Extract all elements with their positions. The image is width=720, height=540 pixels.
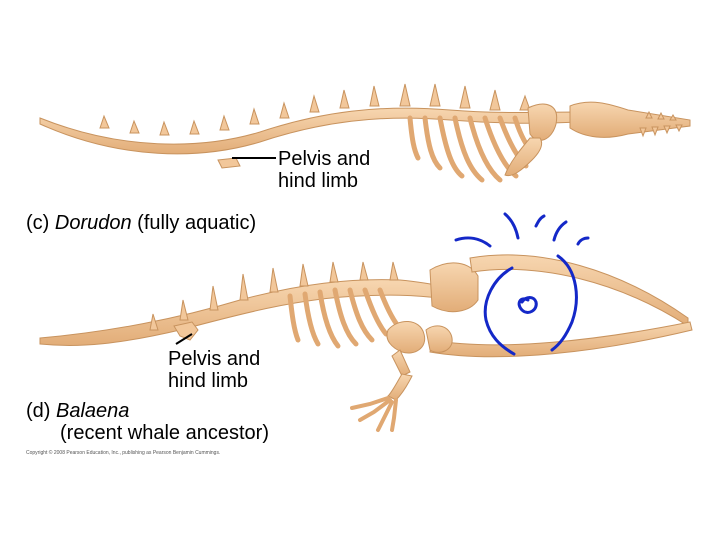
balaena-humerus bbox=[391, 349, 411, 377]
dorudon-pelvis bbox=[217, 157, 241, 169]
doodle-lash-1 bbox=[454, 236, 492, 248]
balaena-lower-jaw bbox=[429, 321, 693, 358]
balaena-pelvis bbox=[173, 321, 199, 341]
dorudon-flipper bbox=[504, 137, 543, 177]
dorudon-caption: (c) Dorudon (fully aquatic) bbox=[26, 212, 256, 234]
balaena-pelvis-label: Pelvis and hind limb bbox=[168, 348, 260, 392]
balaena-scapula bbox=[386, 321, 426, 354]
dorudon-caption-prefix: (c) bbox=[26, 212, 55, 234]
doodle-lash-5 bbox=[576, 236, 590, 246]
balaena-digits bbox=[350, 396, 398, 432]
balaena-skull bbox=[429, 262, 479, 313]
balaena-forearm bbox=[387, 373, 413, 401]
balaena-caption-name: Balaena bbox=[56, 400, 130, 422]
doodle-lash-2 bbox=[503, 212, 520, 240]
balaena-caption-line2: (recent whale ancestor) bbox=[60, 422, 269, 444]
balaena-pelvis-label-line1: Pelvis and bbox=[168, 348, 261, 370]
dorudon-vertebra-spines bbox=[99, 83, 531, 136]
copyright-notice: Copyright © 2008 Pearson Education, Inc.… bbox=[26, 450, 221, 456]
doodle-lash-4 bbox=[552, 220, 568, 242]
balaena-ribs bbox=[287, 287, 401, 349]
dorudon-skull bbox=[569, 101, 691, 138]
dorudon-scapula bbox=[527, 103, 558, 141]
hand-drawn-eye-annotation bbox=[454, 212, 590, 356]
doodle-pupil bbox=[517, 296, 538, 314]
dorudon-pelvis-label-line2: hind limb bbox=[278, 170, 359, 192]
dorudon-skeleton bbox=[39, 83, 691, 183]
doodle-right-arc bbox=[550, 254, 578, 352]
balaena-caption-line1: (d) Balaena bbox=[26, 400, 269, 422]
dorudon-pelvis-label-line1: Pelvis and bbox=[278, 148, 371, 170]
balaena-hinge bbox=[425, 325, 453, 353]
dorudon-caption-suffix: (fully aquatic) bbox=[131, 212, 257, 234]
dorudon-caption-name: Dorudon bbox=[54, 212, 132, 234]
doodle-left-arc bbox=[483, 266, 516, 356]
dorudon-pelvis-label: Pelvis and hind limb bbox=[278, 148, 370, 192]
balaena-vertebra-spines bbox=[149, 261, 399, 331]
balaena-caption-prefix: (d) bbox=[26, 400, 56, 422]
balaena-upper-jaw bbox=[469, 254, 689, 327]
doodle-lash-3 bbox=[534, 214, 546, 228]
dorudon-spine bbox=[39, 107, 581, 155]
balaena-skeleton bbox=[39, 254, 693, 432]
balaena-caption: (d) Balaena (recent whale ancestor) bbox=[26, 400, 269, 444]
balaena-pelvis-leader bbox=[175, 333, 193, 345]
dorudon-teeth bbox=[639, 110, 683, 138]
balaena-pelvis-label-line2: hind limb bbox=[168, 370, 249, 392]
